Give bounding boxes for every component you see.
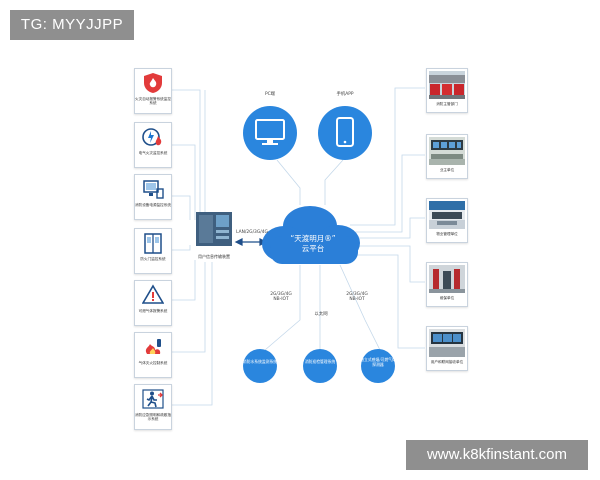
right-unit-label: 维保单位: [439, 296, 455, 300]
right-unit-property: 物业管理单位: [426, 198, 468, 243]
link-label-middle-branch: 以太网: [314, 312, 328, 317]
left-system-gas-extinguish: 气体灭火控制系统: [134, 332, 172, 378]
control-room-photo: [429, 137, 465, 165]
left-system-label: 消防应急照明和疏散指示系统: [135, 413, 171, 422]
right-unit-label: 业主单位: [439, 168, 455, 172]
electrical-fire-icon: [142, 128, 162, 146]
power-monitor-icon: [143, 180, 164, 199]
right-unit-label: 物业管理单位: [436, 232, 458, 236]
transmission-device-label: 用户信息传输装置: [198, 254, 230, 259]
cloud-platform-label: “天渡明月®” 云平台: [270, 234, 356, 254]
cloud-line-2: 云平台: [301, 244, 325, 253]
right-unit-label: 消防主管部门: [436, 102, 458, 106]
top-node-app-label: 手机APP: [336, 92, 354, 97]
right-unit-owner: 业主单位: [426, 134, 468, 179]
fire-door-icon: [144, 233, 162, 254]
left-system-power-monitor: 消防设备电源监控系统: [134, 174, 172, 220]
bottom-node-water: 消防水系统监测系统: [242, 359, 278, 364]
bottom-node-detector: 独立式感烟/可燃气体探测器: [360, 357, 396, 367]
left-system-label: 可燃气体报警系统: [138, 309, 168, 313]
site-watermark: www.k8kfinstant.com: [406, 440, 588, 470]
left-system-fire-door: 防火门监控系统: [134, 228, 172, 274]
link-label-right-branch: 2G/3G/4G NB-IOT: [346, 292, 368, 302]
left-system-label: 气体灭火控制系统: [138, 361, 168, 365]
link-label-left-branch: 2G/3G/4G NB-IOT: [270, 292, 292, 302]
maintenance-photo: [429, 265, 465, 293]
gas-alarm-icon: [142, 284, 164, 304]
monitor-icon: [255, 119, 285, 145]
left-system-label: 电气火灾监控系统: [138, 151, 168, 155]
cloud-line-1: “天渡明月®”: [290, 234, 336, 243]
tg-watermark: TG: MYYJJPP: [10, 10, 134, 40]
transmission-device-icon: [196, 212, 232, 246]
left-system-electrical-fire: 电气火灾监控系统: [134, 122, 172, 168]
right-unit-maintenance: 维保单位: [426, 262, 468, 307]
gas-extinguish-icon: [145, 339, 161, 354]
left-system-gas-alarm: 可燃气体报警系统: [134, 280, 172, 326]
smartphone-icon: [336, 117, 354, 147]
top-node-pc-label: PC端: [264, 92, 276, 97]
right-unit-fire-authority: 消防主管部门: [426, 68, 468, 113]
bottom-node-patrol: 消防巡检管理系统: [304, 359, 336, 364]
left-system-label: 防火门监控系统: [140, 257, 166, 261]
cloud-shape: [262, 206, 360, 264]
left-system-emergency-exit: 消防应急照明和疏散指示系统: [134, 384, 172, 430]
right-unit-receiver: 用户和联网接收单位: [426, 326, 468, 371]
right-unit-label: 用户和联网接收单位: [430, 360, 464, 364]
left-system-fire-alarm: 火灾自动报警系统监控系统: [134, 68, 172, 114]
link-label-device-cloud: LAN/2G/3G/4G: [236, 230, 268, 235]
left-system-label: 消防设备电源监控系统: [135, 203, 171, 207]
monitoring-center-photo: [429, 329, 465, 357]
fire-trucks-photo: [429, 71, 465, 99]
emergency-exit-icon: [142, 389, 164, 409]
fire-alarm-icon: [144, 73, 162, 93]
left-system-label: 火灾自动报警系统监控系统: [135, 97, 171, 106]
property-office-photo: [429, 201, 465, 229]
